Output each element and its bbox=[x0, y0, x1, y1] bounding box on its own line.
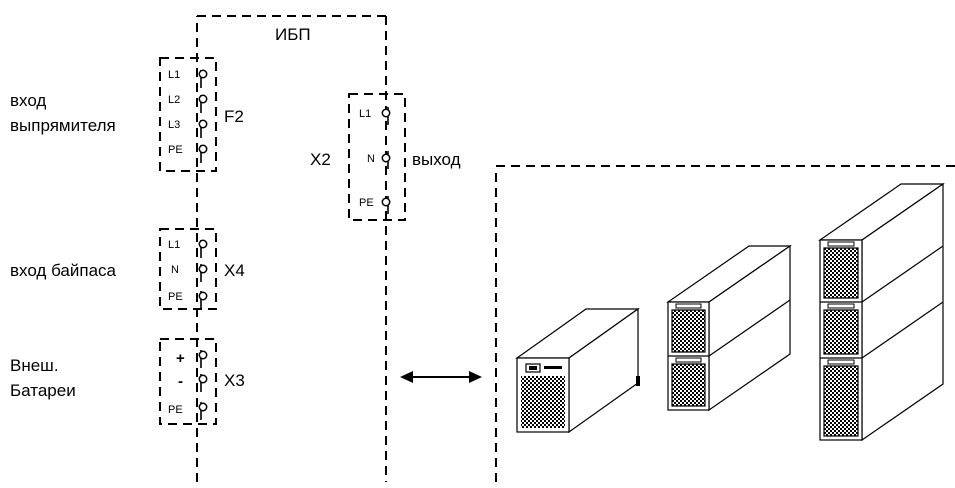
terminal-connector bbox=[198, 69, 208, 79]
terminal-connector bbox=[381, 108, 391, 118]
terminal-connector bbox=[198, 119, 208, 129]
output-caption: выход bbox=[412, 150, 461, 169]
terminal-label: PE bbox=[168, 291, 183, 303]
output-connector-label: X2 bbox=[310, 150, 331, 169]
terminal-label: L1 bbox=[168, 239, 180, 251]
terminal-connector bbox=[198, 374, 208, 384]
terminal-label: L3 bbox=[168, 119, 180, 131]
terminal-connector bbox=[198, 264, 208, 274]
terminal-connector bbox=[381, 153, 391, 163]
bypass-terminal-block: L1 N PE bbox=[159, 228, 217, 310]
terminal-label: PE bbox=[168, 404, 183, 416]
terminal-label: N bbox=[171, 264, 179, 276]
ups-label: ИБП bbox=[275, 25, 311, 44]
terminal-connector bbox=[198, 94, 208, 104]
terminal-connector bbox=[198, 144, 208, 154]
ups-cabinet-stack-three bbox=[818, 182, 945, 442]
terminal-connector bbox=[198, 402, 208, 412]
battery-caption: Батареи bbox=[10, 381, 76, 400]
battery-connector-label: X3 bbox=[224, 371, 245, 390]
terminal-label: N bbox=[367, 153, 375, 165]
terminal-connector bbox=[198, 350, 208, 360]
terminal-connector bbox=[198, 239, 208, 249]
bypass-connector-label: X4 bbox=[224, 261, 245, 280]
bypass-input-caption: вход байпаса bbox=[10, 261, 117, 280]
ups-cabinet-stack-two bbox=[666, 244, 792, 412]
rectifier-input-caption: выпрямителя bbox=[10, 116, 116, 135]
terminal-label: - bbox=[178, 373, 183, 390]
rectifier-connector-label: F2 bbox=[224, 107, 244, 126]
ups-cabinet-small bbox=[515, 307, 640, 434]
terminal-label: L2 bbox=[168, 94, 180, 106]
terminal-label: PE bbox=[359, 197, 374, 209]
terminal-label: + bbox=[176, 350, 185, 367]
output-terminal-block: L1 N PE bbox=[348, 93, 406, 221]
connection-arrow bbox=[400, 371, 482, 383]
terminal-connector bbox=[198, 291, 208, 301]
terminal-label: L1 bbox=[168, 69, 180, 81]
terminal-connector bbox=[381, 197, 391, 207]
rectifier-terminal-block: L1 L2 L3 PE bbox=[159, 57, 217, 172]
load-area bbox=[495, 165, 955, 482]
battery-caption: Внеш. bbox=[10, 356, 59, 375]
rectifier-input-caption: вход bbox=[10, 91, 46, 110]
battery-terminal-block: + - PE bbox=[159, 338, 217, 425]
terminal-label: PE bbox=[168, 144, 183, 156]
ups-enclosure bbox=[196, 15, 387, 482]
terminal-label: L1 bbox=[359, 108, 371, 120]
